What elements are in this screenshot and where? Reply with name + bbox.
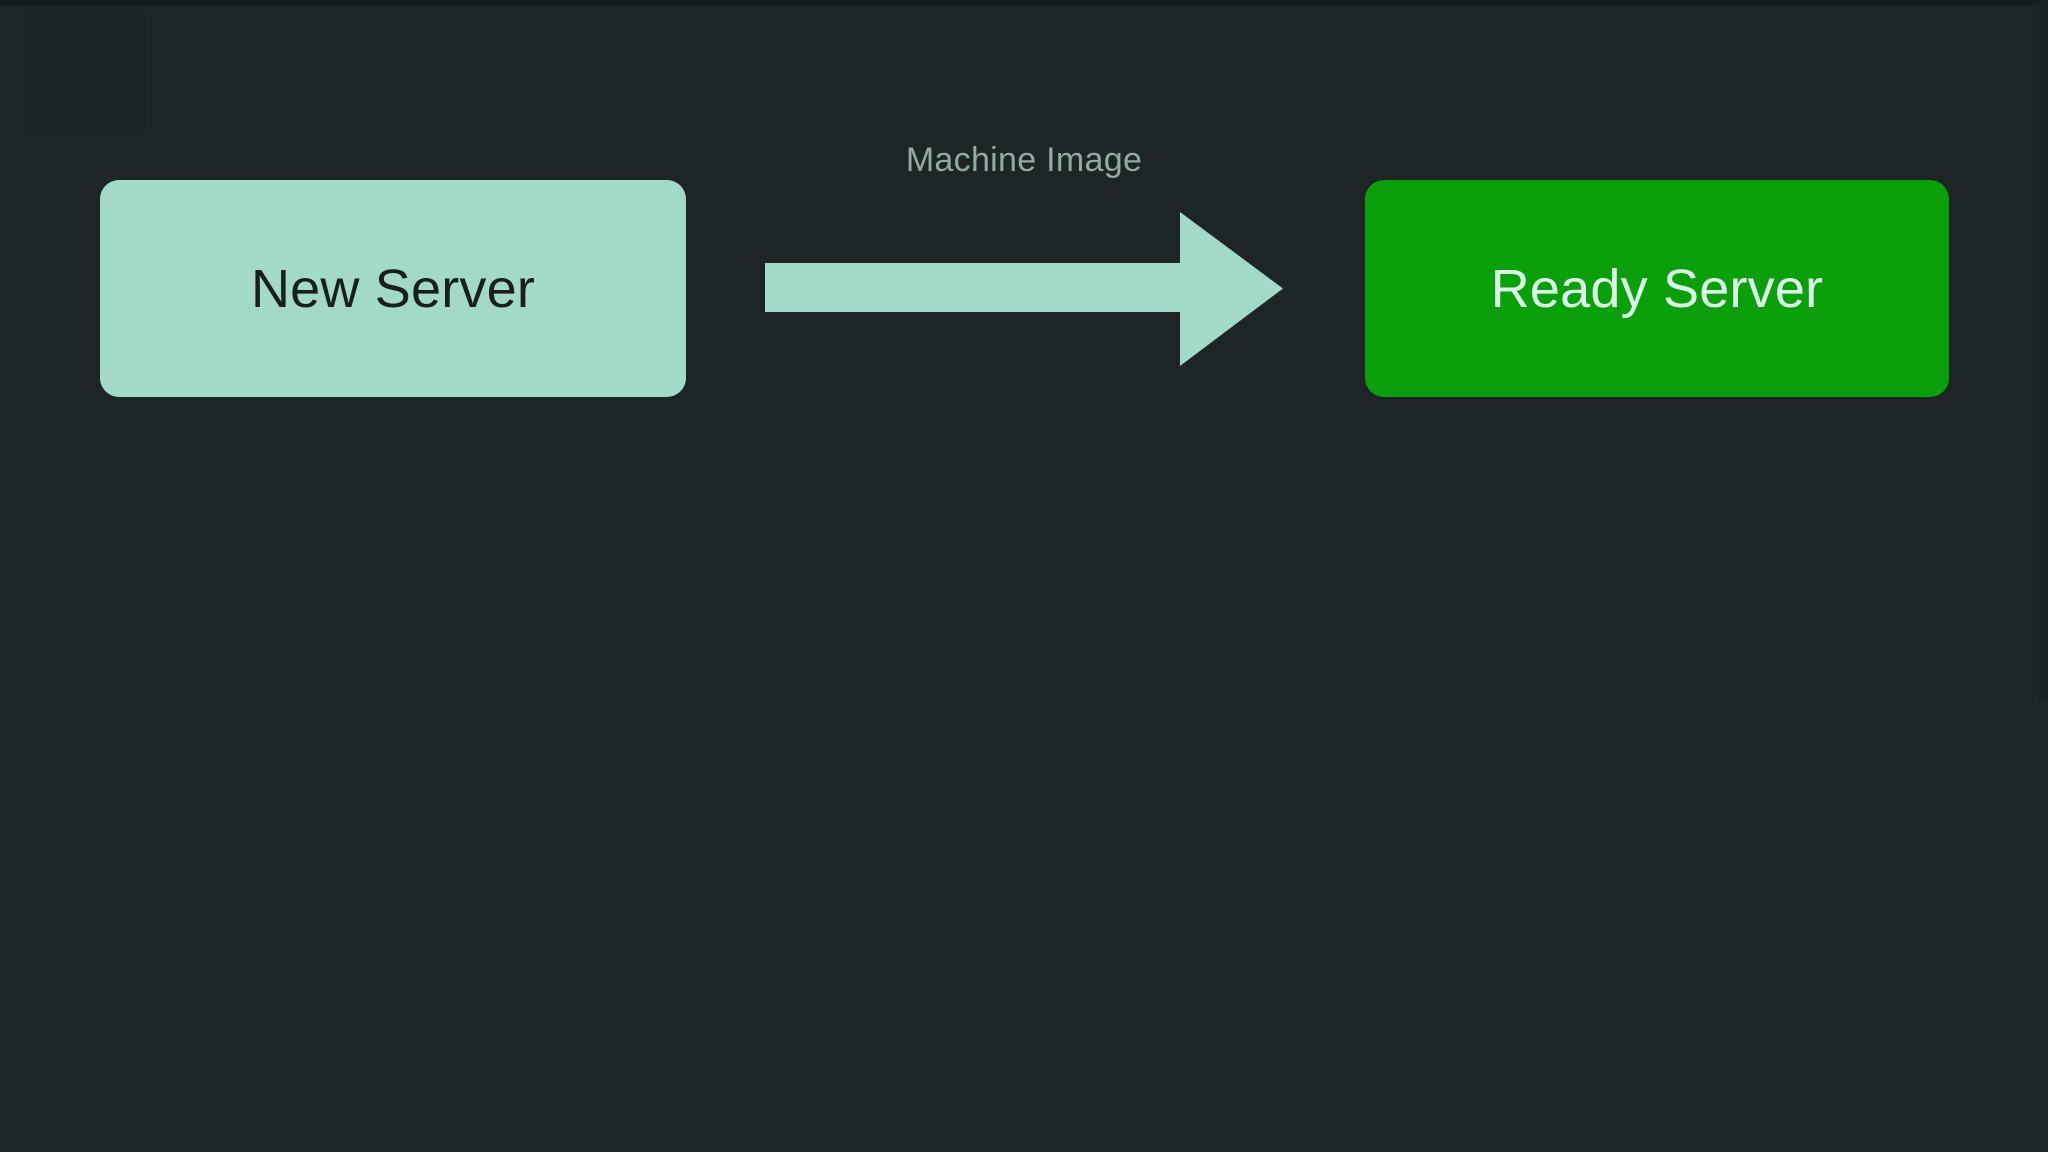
arrow-right-icon bbox=[765, 212, 1283, 366]
node-ready-server-label: Ready Server bbox=[1490, 258, 1824, 319]
arrow-right-polygon bbox=[765, 212, 1283, 366]
node-new-server-label: New Server bbox=[250, 258, 536, 319]
node-new-server[interactable]: New Server bbox=[100, 180, 686, 397]
arrow-right-glyph bbox=[765, 212, 1283, 366]
frame-right-edge bbox=[2039, 0, 2048, 700]
edge-label-machine-image: Machine Image bbox=[905, 141, 1143, 179]
node-ready-server[interactable]: Ready Server bbox=[1365, 180, 1949, 397]
corner-artifact bbox=[20, 14, 146, 132]
frame-top-edge bbox=[0, 0, 2048, 5]
